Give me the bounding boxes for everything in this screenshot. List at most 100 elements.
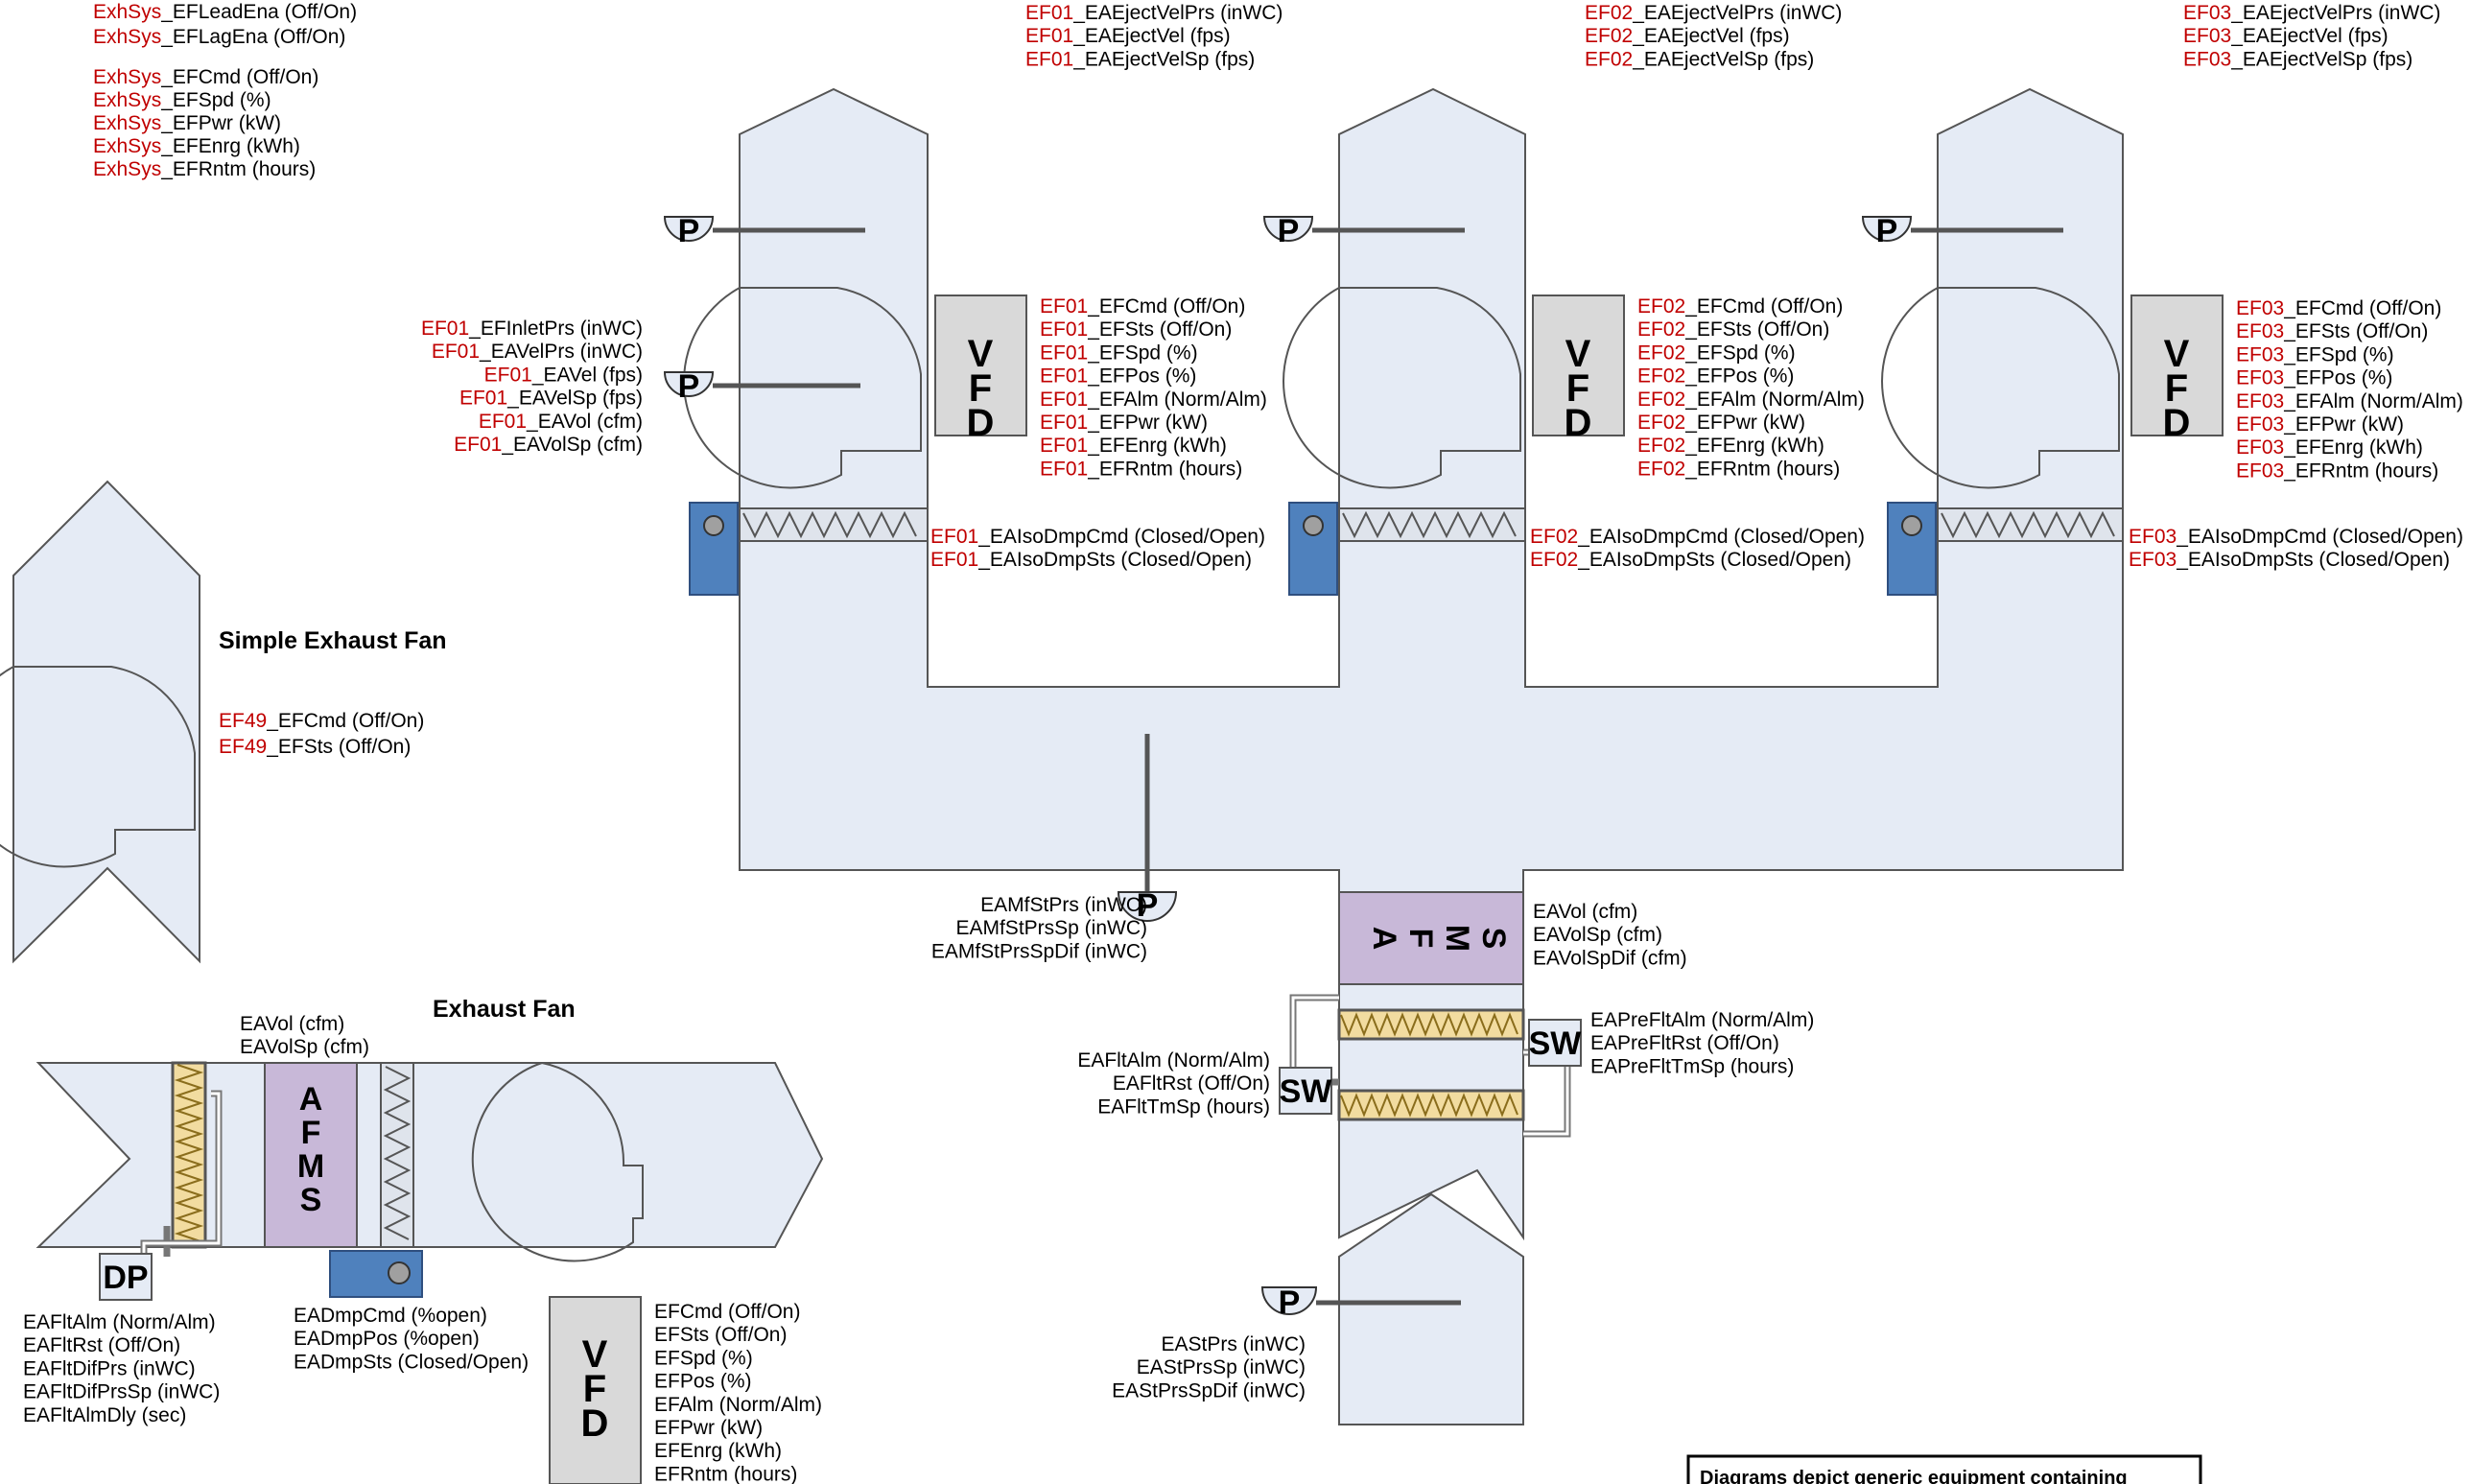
point-label: EAFltAlm (Norm/Alm) <box>23 1311 216 1333</box>
point-label: EAStPrsSpDif (inWC) <box>1112 1379 1306 1402</box>
prefilter <box>1337 1008 1525 1041</box>
note-box: Diagrams depict generic equipment contai… <box>1686 1454 2202 1484</box>
vfd-ef02: V F D <box>1532 294 1625 444</box>
fan-housing-ef03 <box>1881 287 2120 489</box>
damper-ef02 <box>1288 502 1526 596</box>
point-suffix: _EFRntm (hours) <box>160 158 316 180</box>
exhaust-plenum-duct <box>739 87 2124 1241</box>
point-label: EF01_EAVel (fps) <box>484 364 643 386</box>
damper-ef01 <box>689 502 929 596</box>
exhaust-fan-title: Exhaust Fan <box>433 996 576 1023</box>
pressure-sensors: P P P P P P <box>663 213 2063 1321</box>
point-label: EF03_EAEjectVelPrs (inWC) <box>2183 2 2440 24</box>
point-label: EF03_EFSts (Off/On) <box>2236 320 2428 342</box>
svg-text:EF49_EFSts (Off/On): EF49_EFSts (Off/On) <box>219 736 411 758</box>
svg-text:ExhSys_EFPwr (kW): ExhSys_EFPwr (kW) <box>93 112 281 134</box>
point-label: EAVolSp (cfm) <box>1533 924 1662 946</box>
svg-text:M: M <box>1439 925 1475 952</box>
final-filter <box>1337 1089 1525 1121</box>
svg-text:A: A <box>299 1081 323 1118</box>
point-suffix: _EFPwr (kW) <box>160 112 281 134</box>
point-label: EF02_EFPos (%) <box>1637 365 1794 388</box>
point-label: EF01_EAEjectVel (fps) <box>1025 25 1231 47</box>
switch-box <box>1528 1019 1582 1067</box>
point-label: EAPreFltTmSp (hours) <box>1590 1055 1794 1077</box>
point-label: EAPreFltAlm (Norm/Alm) <box>1590 1009 1814 1031</box>
point-label: EF01_EAVelSp (fps) <box>459 388 643 410</box>
point-label: EF02_EAEjectVel (fps) <box>1585 25 1790 47</box>
point-suffix: _EFEnrg (kWh) <box>160 135 300 157</box>
point-label: EAVol (cfm) <box>240 1013 344 1035</box>
svg-text:P: P <box>678 213 700 249</box>
point-label: EAMfStPrsSpDif (inWC) <box>931 940 1147 962</box>
point-label: EF02_EFPwr (kW) <box>1637 412 1805 434</box>
svg-text:F: F <box>583 1368 606 1410</box>
svg-text:P: P <box>1278 213 1300 249</box>
point-label: EF03_EFEnrg (kWh) <box>2236 436 2423 459</box>
point-label: EF02_EAEjectVelSp (fps) <box>1585 48 1814 70</box>
point-label: EF01_EFSpd (%) <box>1040 342 1198 364</box>
point-label: EF01_EFCmd (Off/On) <box>1040 295 1245 318</box>
point-prefix: ExhSys <box>93 135 161 157</box>
svg-text:F: F <box>1566 367 1589 410</box>
point-label: EAVol (cfm) <box>1533 901 1637 923</box>
point-label: EF02_EFEnrg (kWh) <box>1637 435 1824 457</box>
pressure-sensor-stack: P <box>1260 1284 1461 1321</box>
point-label: EAFltRst (Off/On) <box>23 1334 180 1356</box>
vfd-ef03: V F D <box>2130 294 2224 444</box>
svg-text:ExhSys_EFLagEna (Off/On): ExhSys_EFLagEna (Off/On) <box>93 26 345 48</box>
svg-text:F: F <box>301 1115 321 1151</box>
point-label: EFSts (Off/On) <box>654 1324 787 1346</box>
point-label: EF03_EAEjectVel (fps) <box>2183 25 2389 47</box>
svg-text:F: F <box>969 367 992 410</box>
svg-text:D: D <box>2163 402 2191 444</box>
point-label: EF03_EFSpd (%) <box>2236 343 2394 365</box>
exhaust-vfd <box>549 1296 642 1484</box>
exhaust-filter <box>171 1061 207 1249</box>
svg-text:F: F <box>1402 929 1439 949</box>
point-label: EFPos (%) <box>654 1371 752 1393</box>
svg-text:M: M <box>297 1148 324 1185</box>
point-suffix: _EFCmd (Off/On) <box>160 66 318 88</box>
point-label: EF03_EAIsoDmpCmd (Closed/Open) <box>2129 526 2463 548</box>
pressure-sensor-ef01-inlet: P <box>663 368 860 405</box>
point-label: EF01_EAVolSp (cfm) <box>454 434 643 456</box>
svg-text:P: P <box>1137 887 1159 924</box>
point-label: EF01_EFAlm (Norm/Alm) <box>1040 389 1267 411</box>
point-prefix: ExhSys <box>93 26 161 48</box>
point-label: EF01_EAVol (cfm) <box>479 411 643 433</box>
svg-text:D: D <box>581 1402 609 1445</box>
point-prefix: ExhSys <box>93 89 161 111</box>
point-label: EADmpSts (Closed/Open) <box>294 1351 529 1373</box>
svg-text:DP: DP <box>103 1260 148 1296</box>
svg-text:SW: SW <box>1280 1073 1333 1110</box>
point-label: EAFltDifPrsSp (inWC) <box>23 1381 220 1403</box>
header-points: ExhSys_EFLeadEna (Off/On) ExhSys_EFLagEn… <box>93 1 357 180</box>
horizontal-exhaust-fan: Exhaust Fan DP A F M S V F D <box>35 996 824 1484</box>
point-label: EF03_EFAlm (Norm/Alm) <box>2236 390 2463 412</box>
point-label: EFCmd (Off/On) <box>654 1301 800 1323</box>
svg-text:P: P <box>1876 213 1898 249</box>
point-label: EF03_EFPos (%) <box>2236 367 2392 389</box>
point-label: EFSpd (%) <box>654 1347 753 1369</box>
point-label: EAStPrsSp (inWC) <box>1137 1356 1306 1378</box>
point-label: EF01_EAEjectVelPrs (inWC) <box>1025 2 1283 24</box>
fan-point-lists: EF01_EAEjectVelPrs (inWC)EF01_EAEjectVel… <box>421 2 2463 571</box>
simple-exhaust-fan: Simple Exhaust Fan EF49_EFCmd (Off/On) E… <box>0 480 447 964</box>
point-label: EF01_EFEnrg (kWh) <box>1040 435 1227 457</box>
exhaust-afms <box>264 1062 358 1248</box>
point-label: EAFltRst (Off/On) <box>1113 1072 1270 1095</box>
point-label: EF02_EFCmd (Off/On) <box>1637 295 1843 318</box>
damper-actuator <box>1288 502 1338 596</box>
svg-text:ExhSys_EFCmd (Off/On): ExhSys_EFCmd (Off/On) <box>93 66 318 88</box>
svg-text:V: V <box>968 333 994 375</box>
point-label: EF01_EAIsoDmpSts (Closed/Open) <box>930 549 1252 571</box>
point-label: EAVolSp (cfm) <box>240 1036 369 1058</box>
simple-fan-title: Simple Exhaust Fan <box>219 627 447 654</box>
point-label: EF01_EAEjectVelSp (fps) <box>1025 48 1255 70</box>
svg-text:ExhSys_EFRntm (hours): ExhSys_EFRntm (hours) <box>93 158 316 180</box>
isolation-dampers <box>689 502 2124 596</box>
svg-text:ExhSys_EFSpd (%): ExhSys_EFSpd (%) <box>93 89 271 111</box>
svg-text:D: D <box>967 402 995 444</box>
svg-text:V: V <box>2164 333 2190 375</box>
